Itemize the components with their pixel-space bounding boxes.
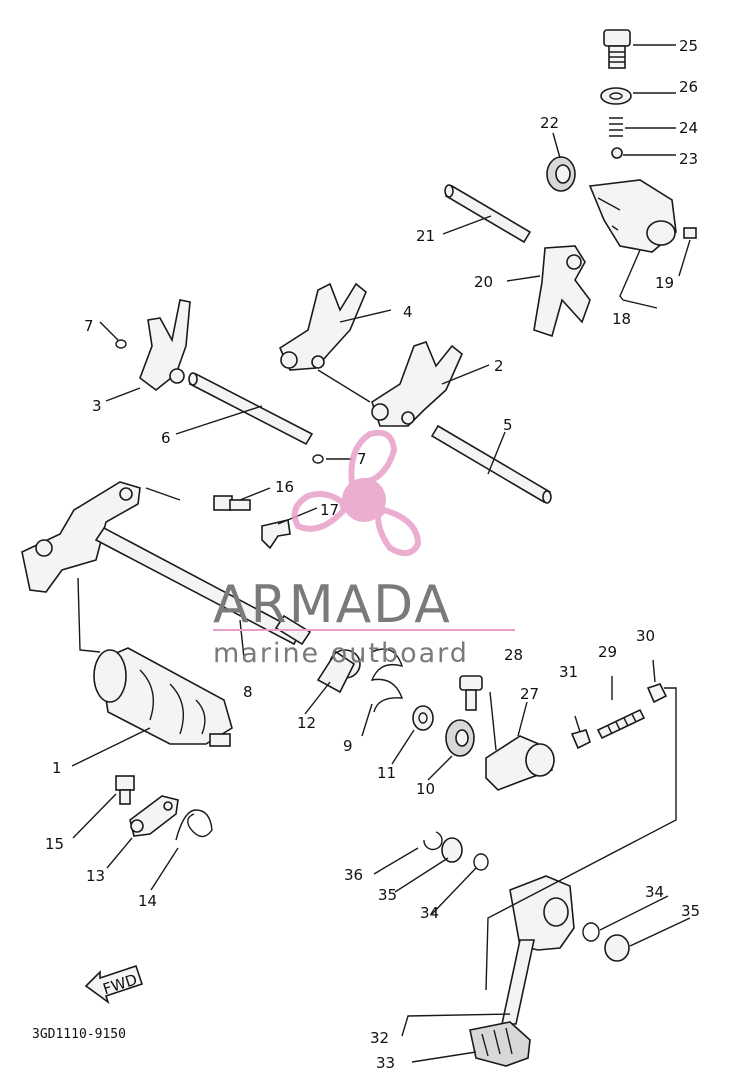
part-27-lever	[485, 735, 555, 791]
callout-25: 25	[679, 37, 698, 55]
part-4-fork	[278, 282, 367, 371]
callout-28: 28	[504, 646, 523, 664]
fwd-arrow-icon: FWD	[84, 964, 144, 1005]
part-15-bolt	[115, 775, 135, 805]
callout-6: 6	[161, 429, 171, 447]
callout-33: 33	[376, 1054, 395, 1072]
callout-31: 31	[559, 663, 578, 681]
callout-2: 2	[494, 357, 504, 375]
callout-22: 22	[540, 114, 559, 132]
part-26-washer	[600, 87, 632, 105]
callout-24: 24	[679, 119, 698, 137]
part-2-fork	[371, 341, 463, 427]
part-35-washer	[441, 837, 463, 863]
callout-3: 3	[92, 397, 102, 415]
part-1-shift-drum	[93, 647, 233, 747]
part-10-seal	[445, 719, 475, 757]
callout-9: 9	[343, 737, 353, 755]
callout-11: 11	[377, 764, 396, 782]
part-34-oring	[473, 853, 489, 871]
callout-4: 4	[403, 303, 413, 321]
part-20-fork	[533, 245, 591, 338]
callout-10: 10	[416, 780, 435, 798]
callout-23: 23	[679, 150, 698, 168]
part-29-bolt	[596, 708, 646, 740]
part-35-washer-b	[604, 934, 630, 962]
part-36-clip	[423, 831, 443, 851]
part-12-collar	[316, 649, 361, 694]
part-34-oring-b	[582, 922, 600, 942]
callout-19: 19	[655, 274, 674, 292]
callout-5: 5	[503, 416, 513, 434]
callout-34-b: 34	[645, 883, 664, 901]
callout-20: 20	[474, 273, 493, 291]
part-8-shift-shaft	[21, 481, 312, 646]
callout-12: 12	[297, 714, 316, 732]
part-32-shift-pedal	[501, 875, 575, 1025]
part-33-pedal-rubber	[469, 1021, 531, 1067]
part-13-lever	[129, 795, 179, 837]
part-5-rod	[430, 424, 552, 504]
part-3-fork	[139, 299, 191, 392]
part-24-spring	[609, 117, 623, 137]
callout-1: 1	[52, 759, 62, 777]
part-19-bolt	[683, 227, 697, 239]
part-25-bolt	[603, 29, 631, 69]
callout-26: 26	[679, 78, 698, 96]
callout-36: 36	[344, 866, 363, 884]
callout-30: 30	[636, 627, 655, 645]
callout-34-a: 34	[420, 904, 439, 922]
part-7-clip-a	[115, 339, 127, 349]
part-17-stopper	[261, 519, 291, 550]
callout-35-a: 35	[378, 886, 397, 904]
callout-35-b: 35	[681, 902, 700, 920]
part-22-seal	[546, 156, 576, 192]
part-30-nut	[646, 683, 668, 704]
callout-13: 13	[86, 867, 105, 885]
part-6-rod	[188, 372, 314, 446]
callout-21: 21	[416, 227, 435, 245]
part-21-rod	[444, 184, 532, 244]
part-28-bolt	[459, 675, 483, 711]
callout-8: 8	[243, 683, 253, 701]
callout-16: 16	[275, 478, 294, 496]
callout-32: 32	[370, 1029, 389, 1047]
part-23-ball	[611, 147, 623, 159]
watermark-logo-icon	[291, 429, 422, 557]
callout-14: 14	[138, 892, 157, 910]
part-31-nut	[570, 729, 591, 750]
fwd-label: FWD	[101, 970, 140, 998]
watermark-brand: ARMADA	[213, 575, 452, 635]
part-9-spring	[370, 648, 404, 713]
part-7-clip-b	[312, 454, 324, 464]
callout-18: 18	[612, 310, 631, 328]
watermark-tagline: marine outboard	[213, 638, 469, 669]
leader-lines	[71, 44, 691, 1063]
callout-7-a: 7	[84, 317, 94, 335]
callout-labels: 1 2 3 4 5 6 7 7 8 9 10 11 12 13 14 15 16…	[45, 37, 700, 1072]
callout-15: 15	[45, 835, 64, 853]
callout-17: 17	[320, 501, 339, 519]
callout-27: 27	[520, 685, 539, 703]
diagram-part-code: 3GD1110-9150	[32, 1027, 126, 1042]
part-14-spring	[175, 809, 213, 841]
part-18-housing	[588, 179, 677, 253]
part-11-washer	[412, 705, 434, 731]
callout-7-b: 7	[357, 450, 367, 468]
callout-29: 29	[598, 643, 617, 661]
